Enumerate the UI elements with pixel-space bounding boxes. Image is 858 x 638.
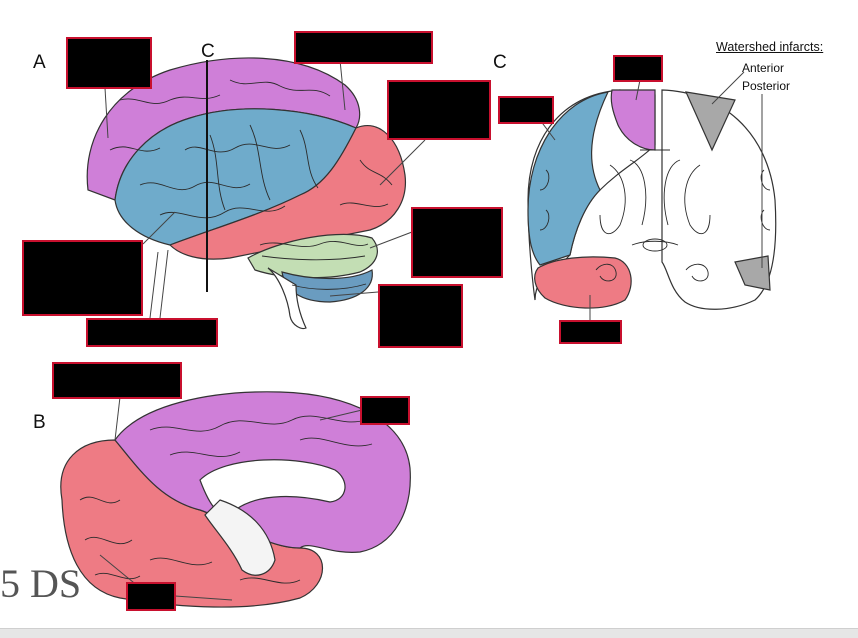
deep-structures (539, 149, 771, 282)
section-line-label: C (201, 41, 215, 62)
brainstem (267, 267, 307, 330)
redacted-label-box (126, 582, 176, 611)
leader-lines-lateral (104, 59, 426, 319)
redacted-label-box (613, 55, 663, 82)
redacted-label-box (86, 318, 218, 347)
posterior-watershed-infarct (734, 255, 771, 291)
redacted-label-box (22, 240, 143, 316)
panel-label-b: B (33, 412, 46, 433)
legend-title: Watershed infarcts: (716, 40, 824, 54)
redacted-label-box (360, 396, 410, 425)
redacted-label-box (66, 37, 152, 89)
medial-brain-view (60, 391, 411, 608)
posterior-cerebral-territory-coronal (534, 256, 632, 309)
legend-item-posterior: Posterior (742, 79, 791, 93)
leader-lines-medial (99, 396, 363, 601)
legend-item-anterior: Anterior (742, 61, 785, 75)
redacted-label-box (559, 320, 622, 344)
redacted-label-box (387, 80, 491, 140)
redacted-label-box (52, 362, 182, 399)
redacted-label-box (378, 284, 463, 348)
redacted-label-box (294, 31, 433, 64)
watermark-text: 5 DS (0, 561, 82, 606)
gyri-lines-lateral (109, 79, 393, 290)
redacted-label-box (498, 96, 554, 124)
redacted-label-box (411, 207, 503, 278)
panel-label-a: A (33, 52, 46, 73)
bottom-bar (0, 628, 858, 638)
posterior-cerebral-territory-lateral (168, 125, 407, 260)
panel-label-c: C (493, 52, 507, 73)
coronal-brain-section (527, 89, 777, 310)
medial-brainstem (204, 499, 276, 576)
leader-lines-coronal (539, 71, 763, 322)
anterior-watershed-infarct (684, 91, 736, 152)
